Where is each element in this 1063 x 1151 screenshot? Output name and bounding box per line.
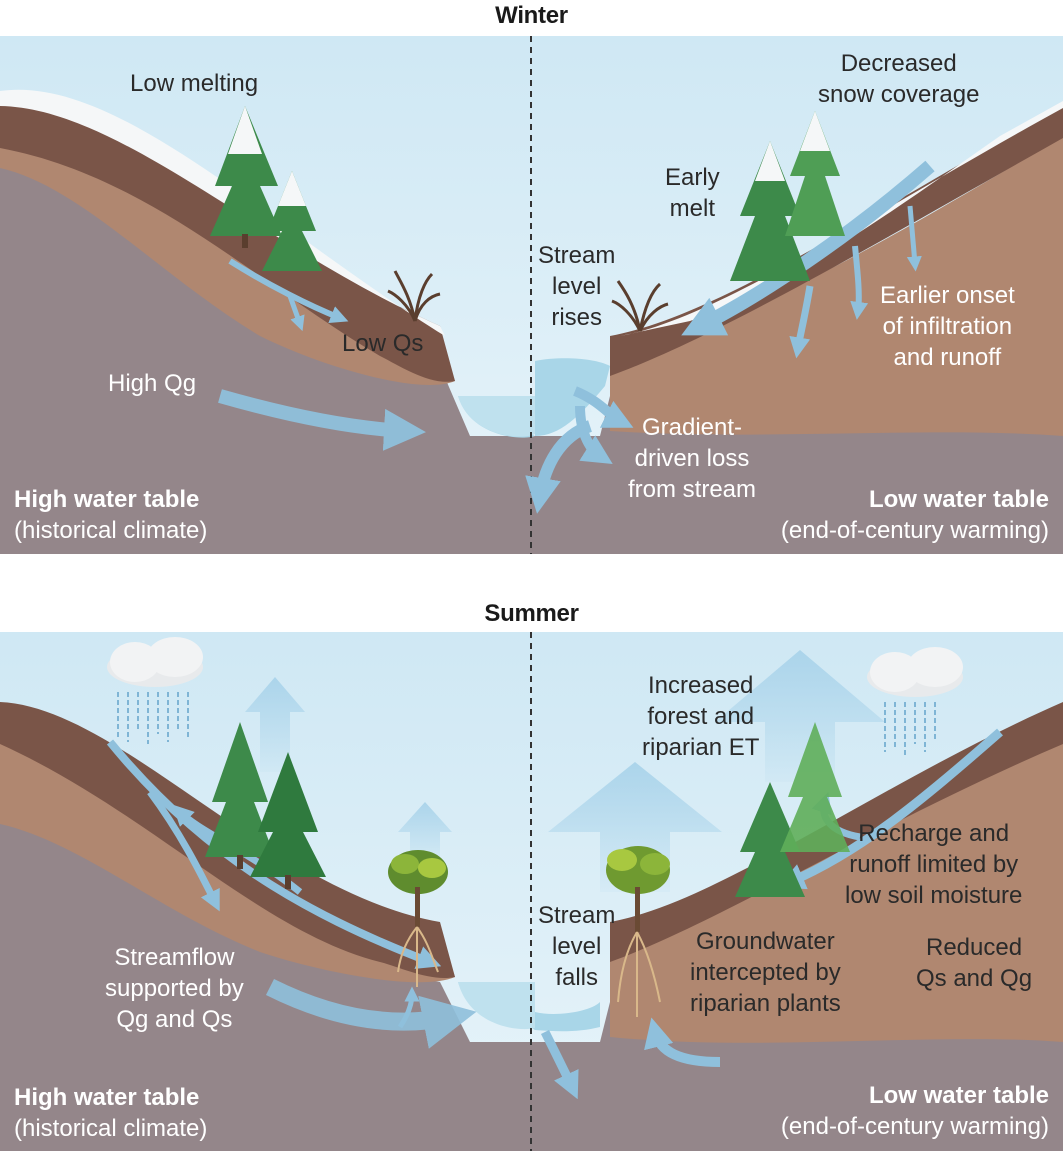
winter-loss-arrow-3: [525, 420, 593, 514]
winter-stream-left: [458, 396, 535, 437]
winter-shrub-left: [387, 270, 441, 322]
winter-shrub-right: [611, 280, 669, 332]
winter-infiltration-arrow-3: [789, 285, 814, 359]
winter-right-caption: Low water table(end-of-century warming): [780, 486, 1049, 544]
label-low-qs: Low Qs: [342, 330, 424, 357]
summer-et-arrow-left-1: [245, 677, 305, 772]
label-low-melting: Low melting: [130, 70, 259, 97]
summer-scene: [0, 632, 1063, 1151]
winter-qg-arrow: [218, 389, 426, 451]
summer-qg-arrow: [265, 978, 477, 1049]
summer-gw-intercept-arrow: [644, 1017, 721, 1067]
summer-right-soil: [610, 742, 1063, 1043]
summer-et-arrow-right-big: [548, 762, 722, 892]
winter-infiltration-arrow-1: [906, 205, 922, 272]
winter-title: Winter: [495, 2, 568, 29]
winter-right-soil: [610, 136, 1063, 436]
winter-runoff-arrow: [681, 160, 935, 336]
summer-cloud-right: [867, 647, 963, 757]
winter-tree-left-1: [210, 106, 282, 248]
summer-riparian-plant-right: [606, 846, 670, 1017]
winter-scene: [0, 36, 1063, 554]
winter-loss-arrow-1: [573, 386, 634, 428]
winter-infiltration-arrow-2: [850, 245, 869, 320]
label-high-qg: High Qg: [108, 370, 197, 397]
winter-qs-arrow: [228, 258, 349, 324]
summer-title: Summer: [484, 600, 579, 627]
winter-bedrock: [0, 166, 1063, 554]
summer-et-arrow-left-2: [398, 802, 452, 862]
winter-loss-arrow-2: [575, 405, 613, 464]
summer-left-caption: High water table(historical climate): [14, 1084, 208, 1142]
summer-tree-right-2: [780, 722, 850, 852]
summer-infiltration-arrow: [147, 789, 220, 912]
summer-qs-arrow: [397, 986, 420, 1029]
winter-tree-left-2: [262, 171, 322, 271]
winter-qs-arrow-2: [287, 295, 305, 332]
winter-tree-right-1: [730, 141, 810, 281]
summer-riparian-plant-left: [388, 850, 448, 987]
summer-right-caption: Low water table(end-of-century warming): [780, 1082, 1049, 1140]
summer-cloud-left: [107, 637, 203, 744]
summer-recharge-arrow: [777, 728, 1003, 890]
winter-tree-right-2: [785, 111, 845, 236]
summer-tree-left-1: [205, 722, 275, 869]
summer-et-arrow-right-far: [715, 650, 885, 782]
summer-tree-left-2: [250, 752, 326, 889]
winter-left-caption: High water table(historical climate): [14, 486, 208, 544]
summer-tree-right-1: [735, 782, 805, 897]
summer-stream-left: [458, 982, 535, 1030]
summer-bedrock: [0, 822, 1063, 1151]
summer-loss-arrow: [540, 1029, 579, 1100]
